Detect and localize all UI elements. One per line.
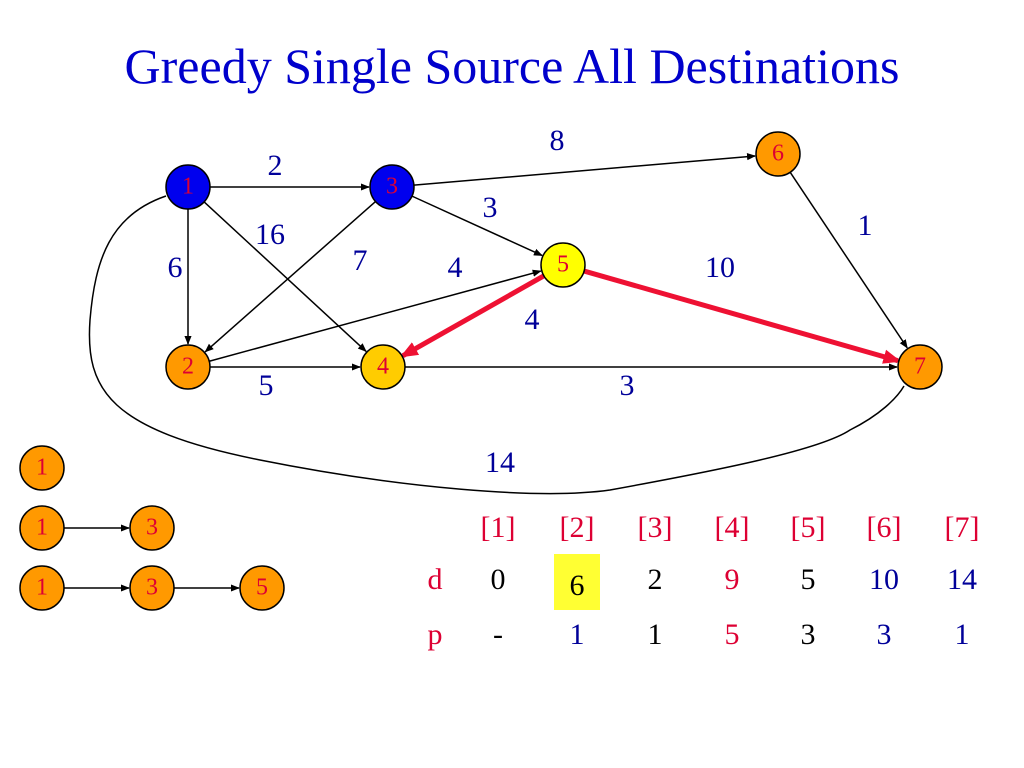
table-cell-p: 3: [876, 618, 892, 651]
edge-5-4: [399, 273, 546, 358]
edge-weight-6-7: 1: [858, 209, 873, 242]
edge-weight-3-2: 7: [353, 244, 368, 277]
edge-weight-5-7: 10: [705, 251, 735, 284]
table-cell-p: 3: [800, 618, 816, 651]
table-cell-p: 1: [569, 618, 585, 651]
edge-weight-5-4: 4: [525, 303, 540, 336]
node-label-2: 2: [182, 354, 194, 380]
edge-weight-3-5: 3: [483, 191, 498, 224]
edge-3-5: [411, 195, 543, 257]
table-cell-d: 0: [490, 563, 506, 596]
edge-2-5: [209, 269, 542, 362]
node-label-5: 5: [557, 252, 569, 278]
table-cell-d: 2: [647, 563, 663, 596]
node-2: 2: [165, 344, 211, 390]
node-3: 3: [369, 164, 415, 210]
table-header: [4]: [714, 511, 750, 544]
node-7: 7: [897, 344, 943, 390]
table-header: [6]: [866, 511, 902, 544]
path-node-label: 5: [256, 575, 268, 601]
path-node-label: 3: [146, 515, 158, 541]
table-header: [2]: [559, 511, 595, 544]
row-label-d: d: [427, 563, 443, 596]
table-cell-p: 1: [647, 618, 663, 651]
path-node: [19, 445, 65, 491]
node-label-6: 6: [772, 141, 784, 167]
edge-weight-2-5: 4: [448, 251, 463, 284]
edge-3-2: [204, 200, 376, 353]
table-header: [3]: [637, 511, 673, 544]
edge-weight-1-3: 2: [268, 149, 283, 182]
table-cell-d: 14: [947, 563, 977, 596]
node-6: 6: [755, 131, 801, 177]
table-cell-d: 5: [800, 563, 816, 596]
edge-weight-2-4: 5: [259, 369, 274, 402]
node-label-4: 4: [377, 354, 389, 380]
path-node-label: 1: [36, 575, 48, 601]
path-1: 1: [19, 445, 65, 491]
edge-1-7: [88, 195, 905, 495]
edge-weight-3-6: 8: [550, 124, 565, 157]
highlighted-cell: [554, 554, 600, 610]
path-3: 1 3 5: [19, 565, 285, 611]
node-label-1: 1: [182, 174, 194, 200]
edge-weight-1-7: 14: [485, 446, 515, 479]
table-cell-p: -: [493, 618, 503, 651]
table-header: [7]: [944, 511, 980, 544]
path-node: [129, 505, 175, 551]
node-label-3: 3: [386, 174, 398, 200]
edge-5-7: [583, 268, 902, 364]
edge-weight-4-7: 3: [620, 369, 635, 402]
table-cell-d: 6: [569, 569, 585, 602]
table-cell-p: 5: [724, 618, 740, 651]
table-cell-d: 9: [724, 563, 740, 596]
table-header: [5]: [790, 511, 826, 544]
path-node: [239, 565, 285, 611]
node-4: 4: [360, 344, 406, 390]
edge-6-7: [789, 171, 908, 349]
edge-3-6: [413, 153, 756, 186]
table-header: [1]: [480, 511, 516, 544]
path-node-label: 1: [36, 515, 48, 541]
path-node-label: 3: [146, 575, 158, 601]
node-label-7: 7: [914, 354, 926, 380]
node-5: 5: [540, 242, 586, 288]
table-cell-d: 10: [869, 563, 899, 596]
edge-weight-1-4: 16: [255, 218, 285, 251]
table-cell-p: 1: [954, 618, 970, 651]
row-label-p: p: [427, 618, 443, 651]
path-node-label: 1: [36, 455, 48, 481]
edge-1-4: [203, 201, 367, 353]
edge-weight-1-2: 6: [168, 251, 183, 284]
slide-title: Greedy Single Source All Destinations: [124, 38, 900, 94]
node-1: 1: [165, 164, 211, 210]
